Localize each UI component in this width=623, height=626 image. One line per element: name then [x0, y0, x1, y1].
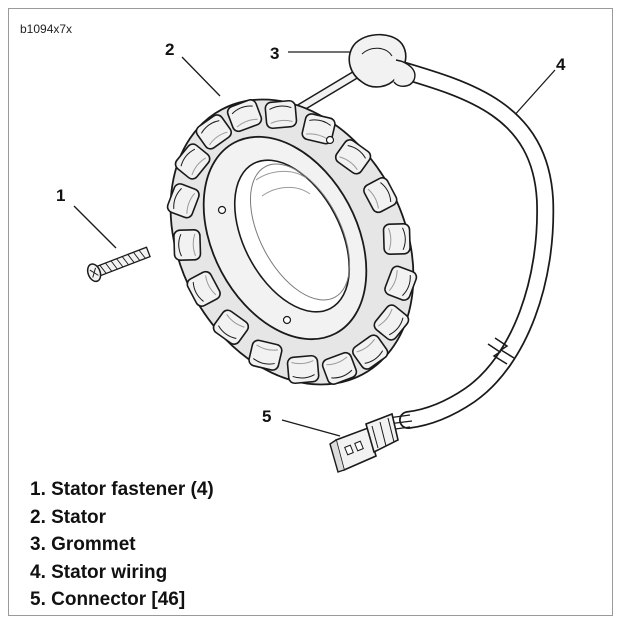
wire-tube [295, 67, 365, 113]
callout-4: 4 [556, 55, 566, 74]
stator [165, 97, 419, 387]
stator-tooth [247, 338, 284, 373]
stator-tooth [382, 222, 412, 256]
fastener-screw [86, 246, 151, 283]
legend-item-stator-wiring: 4. Stator wiring [30, 561, 168, 583]
leader-2 [181, 56, 221, 97]
legend-item-stator: 2. Stator [30, 506, 107, 528]
legend-item-grommet: 3. Grommet [30, 534, 136, 555]
stator-tooth [264, 99, 298, 130]
callout-2: 2 [165, 40, 175, 59]
leader-1 [73, 205, 117, 249]
callout-1: 1 [56, 186, 66, 205]
wiring-harness [386, 59, 555, 431]
legend-item-stator-fastener: 1. Stator fastener (4) [30, 479, 214, 500]
legend: 1. Stator fastener (4) 2. Stator 3. Grom… [30, 476, 214, 614]
legend-item-connector: 5. Connector [46] [30, 589, 186, 610]
figure-id: b1094x7x [20, 22, 73, 36]
stator-tooth [286, 354, 320, 385]
connector-plug [329, 412, 399, 473]
grommet [348, 33, 416, 88]
callout-3: 3 [270, 44, 280, 63]
leader-4 [511, 69, 556, 119]
stator-tooth [172, 228, 202, 262]
leader-5 [281, 419, 341, 437]
callout-5: 5 [262, 407, 272, 426]
